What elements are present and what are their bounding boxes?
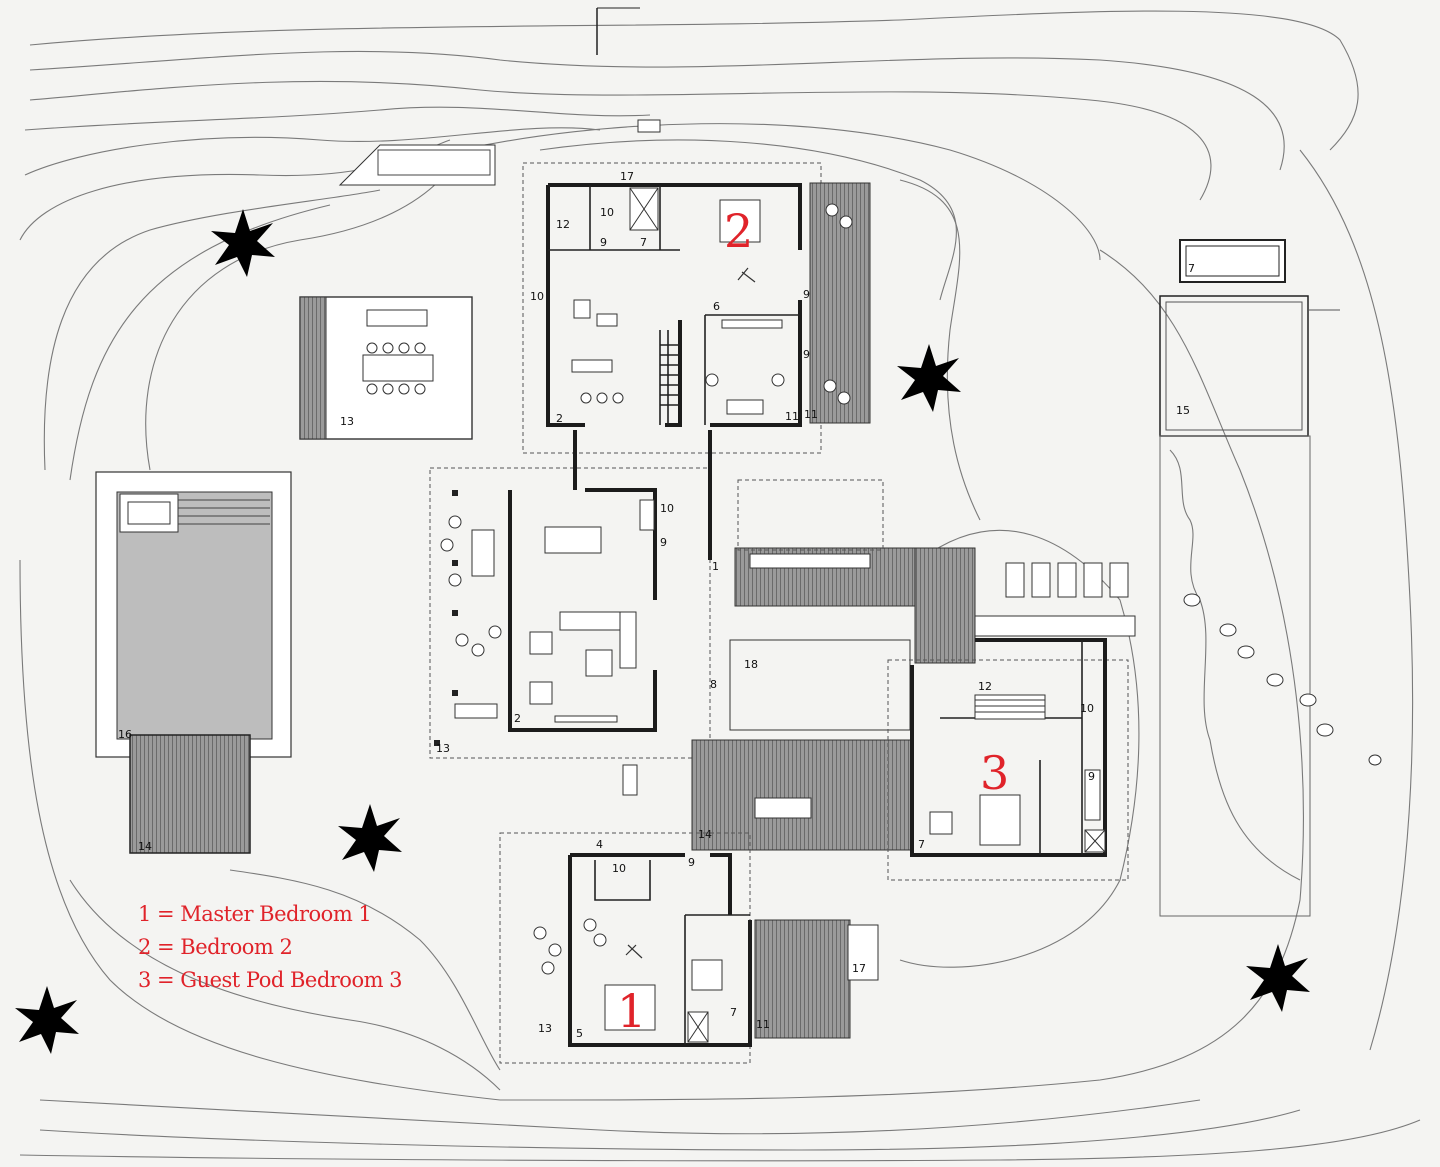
carport [338,119,661,186]
svg-text:4: 4 [596,838,603,851]
svg-text:12: 12 [556,218,570,231]
room-marker-1: 1 [617,984,646,1038]
master-wing [499,764,752,1064]
key-numbers: 17 10 12 9 7 10 2 6 9 9 11 11 13 10 9 1 … [118,170,1195,1040]
tree-icon [897,344,961,412]
svg-text:7: 7 [1188,262,1195,275]
svg-text:17: 17 [620,170,634,183]
svg-text:15: 15 [1176,404,1190,417]
north-wing [522,162,871,454]
svg-text:7: 7 [640,236,647,249]
svg-text:1: 1 [712,560,719,573]
svg-text:10: 10 [530,290,544,303]
svg-text:7: 7 [918,838,925,851]
svg-text:16: 16 [118,728,132,741]
svg-text:9: 9 [1088,770,1095,783]
east-pavilion [1159,239,1340,917]
svg-text:13: 13 [436,742,450,755]
room-marker-3: 3 [980,746,1009,800]
svg-text:2: 2 [556,412,563,425]
svg-text:10: 10 [1080,702,1094,715]
room-marker-2: 2 [724,204,753,258]
svg-text:10: 10 [612,862,626,875]
svg-text:13: 13 [340,415,354,428]
svg-text:9: 9 [600,236,607,249]
svg-text:17: 17 [852,962,866,975]
guest-pod [887,638,1129,881]
swimming-pool [95,471,292,854]
legend-item-guest-pod: 3 = Guest Pod Bedroom 3 [138,968,403,992]
outdoor-dining-pavilion [299,296,473,440]
walkway-decks [691,479,1136,1039]
room-legend: 1 = Master Bedroom 1 2 = Bedroom 2 3 = G… [138,898,403,997]
svg-text:13: 13 [538,1022,552,1035]
svg-text:7: 7 [730,1006,737,1019]
legend-item-bedroom-2: 2 = Bedroom 2 [138,935,293,959]
svg-text:6: 6 [713,300,720,313]
svg-text:12: 12 [978,680,992,693]
tree-icon [15,986,79,1054]
main-living-area [429,430,712,759]
svg-text:14: 14 [698,828,712,841]
svg-text:11: 11 [785,410,799,423]
svg-text:8: 8 [710,678,717,691]
legend-item-master-bedroom: 1 = Master Bedroom 1 [138,902,372,926]
svg-text:9: 9 [803,348,810,361]
svg-text:9: 9 [660,536,667,549]
svg-text:11: 11 [804,408,818,421]
tree-icon [338,804,402,872]
svg-text:9: 9 [688,856,695,869]
stepping-stones [1183,593,1382,766]
svg-text:18: 18 [744,658,758,671]
svg-text:11: 11 [756,1018,770,1031]
tree-icon [1246,944,1310,1012]
svg-text:5: 5 [576,1027,583,1040]
svg-text:10: 10 [660,502,674,515]
svg-text:14: 14 [138,840,152,853]
svg-text:10: 10 [600,206,614,219]
svg-text:9: 9 [803,288,810,301]
svg-text:2: 2 [514,712,521,725]
